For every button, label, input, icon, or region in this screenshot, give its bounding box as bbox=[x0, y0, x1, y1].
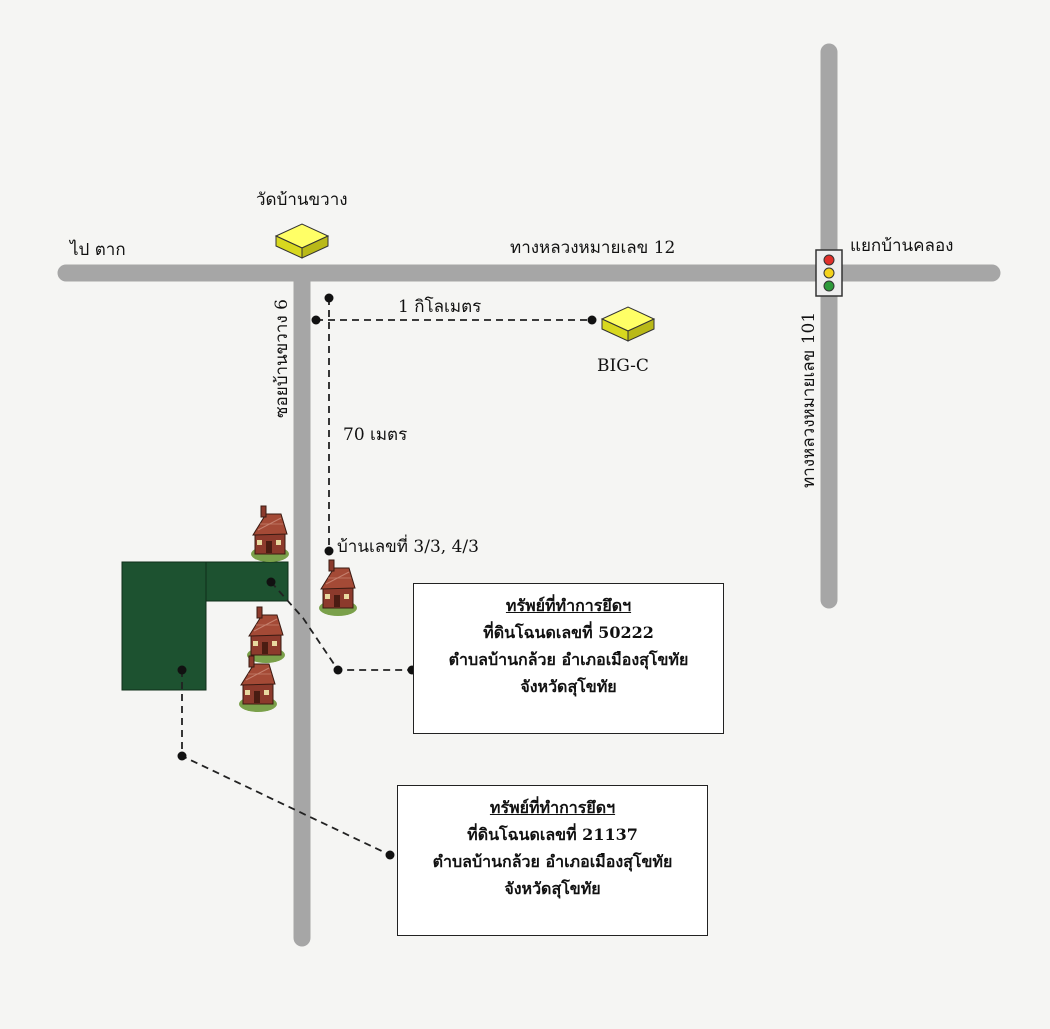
box-deed-number: ที่ดินโฉนดเลขที่ 21137 bbox=[467, 825, 638, 844]
label-junction: แยกบ้านคลอง bbox=[850, 236, 953, 256]
label-distance-1km: 1 กิโลเมตร bbox=[398, 296, 481, 317]
box-province: จังหวัดสุโขทัย bbox=[504, 879, 601, 898]
box-title: ทรัพย์ที่ทำการยึดฯ bbox=[489, 798, 616, 817]
traffic-light-icon bbox=[815, 249, 843, 297]
house-icon bbox=[318, 559, 358, 617]
box-province: จังหวัดสุโขทัย bbox=[520, 677, 617, 696]
info-box-deed-21137: ทรัพย์ที่ทำการยึดฯ ที่ดินโฉนดเลขที่ 2113… bbox=[397, 785, 708, 936]
label-house-no: บ้านเลขที่ 3/3, 4/3 bbox=[337, 534, 479, 557]
box-subdistrict: ตำบลบ้านกล้วย อำเภอเมืองสุโขทัย bbox=[448, 650, 689, 669]
label-temple: วัดบ้านขวาง bbox=[256, 190, 348, 210]
house-icon bbox=[250, 505, 290, 563]
box-title: ทรัพย์ที่ทำการยึดฯ bbox=[505, 596, 632, 615]
land-parcel-21137 bbox=[121, 561, 207, 691]
distance-dots bbox=[311, 293, 597, 556]
label-soi-6: ซอยบ้านขวาง 6 bbox=[272, 299, 292, 418]
temple-building-icon bbox=[275, 223, 329, 259]
info-box-deed-50222: ทรัพย์ที่ทำการยึดฯ ที่ดินโฉนดเลขที่ 5022… bbox=[413, 583, 724, 734]
label-to-tak: ไป ตาก bbox=[68, 239, 126, 260]
distance-lines bbox=[316, 298, 592, 551]
house-icon bbox=[246, 606, 286, 664]
land-parcel-50222 bbox=[205, 561, 289, 602]
label-big-c: BIG-C bbox=[597, 356, 649, 376]
box-subdistrict: ตำบลบ้านกล้วย อำเภอเมืองสุโขทัย bbox=[432, 852, 673, 871]
label-distance-70m: 70 เมตร bbox=[343, 425, 407, 445]
house-icon bbox=[238, 655, 278, 713]
label-highway-12: ทางหลวงหมายเลข 12 bbox=[510, 238, 675, 258]
leader-dots bbox=[177, 577, 417, 860]
label-highway-101: ทางหลวงหมายเลข 101 bbox=[799, 312, 819, 488]
big-c-building-icon bbox=[601, 306, 655, 342]
box-deed-number: ที่ดินโฉนดเลขที่ 50222 bbox=[483, 623, 654, 642]
